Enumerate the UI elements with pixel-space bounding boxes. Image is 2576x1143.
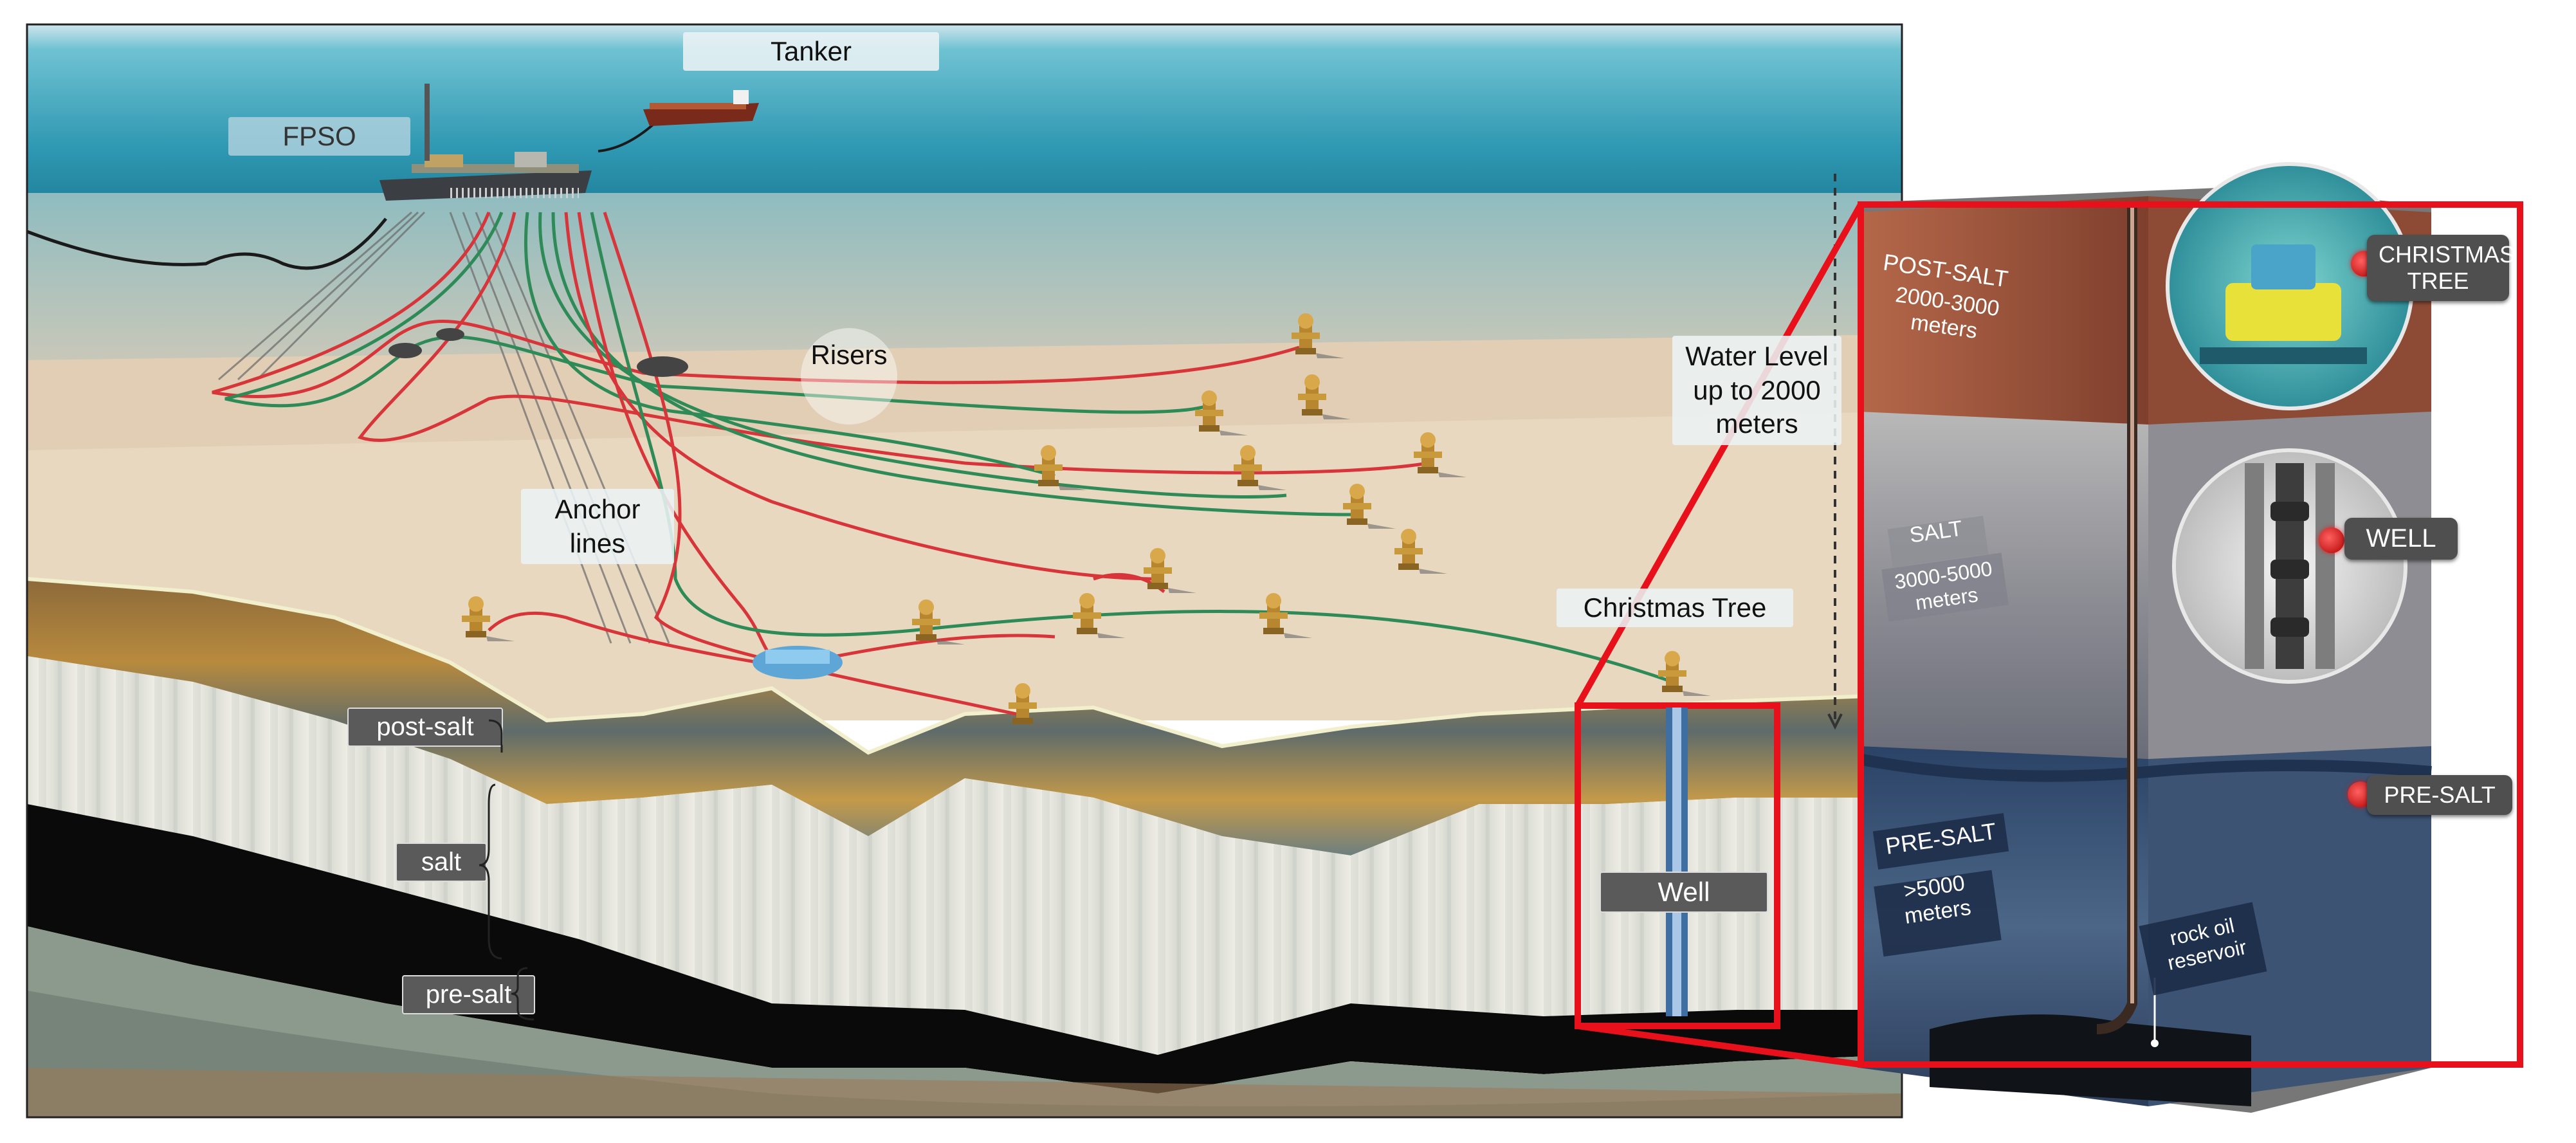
christmas-tree-zoom [2166,162,2414,410]
well-highlight-box [1575,174,1843,1029]
well-label: Well [1600,872,1768,913]
post-salt-layer [27,579,1902,855]
tanker-label: Tanker [683,32,939,71]
red-dot-marker-icon [2319,527,2344,553]
risers-label: Risers [810,340,888,370]
fpso-vessel-icon [379,84,592,201]
water-level-label: Water Level up to 2000 meters [1672,336,1841,445]
callout-christmas-tree: CHRISTMAS TREE [2367,235,2515,301]
buoyancy-modules [388,328,688,377]
pre-salt-base [27,804,1902,1093]
fpso-label: FPSO [228,117,410,156]
callout-well: WELL [2344,518,2458,560]
anchor-lines [218,211,670,644]
tanker-ship-icon [643,90,759,126]
cross-section-frame [1858,201,2523,1068]
manifold-icon [753,646,843,679]
well-zoom [2172,448,2407,684]
callout-pre-salt: PRE-SALT [2367,775,2512,815]
post-salt-label: post-salt [347,708,503,747]
risers [212,212,1673,716]
salt-label: salt [396,843,487,882]
risers-highlight [801,328,897,425]
christmas-tree-label: Christmas Tree [1557,589,1793,627]
anchor-lines-label: Anchor lines [521,489,674,564]
mooring-line [26,217,387,270]
